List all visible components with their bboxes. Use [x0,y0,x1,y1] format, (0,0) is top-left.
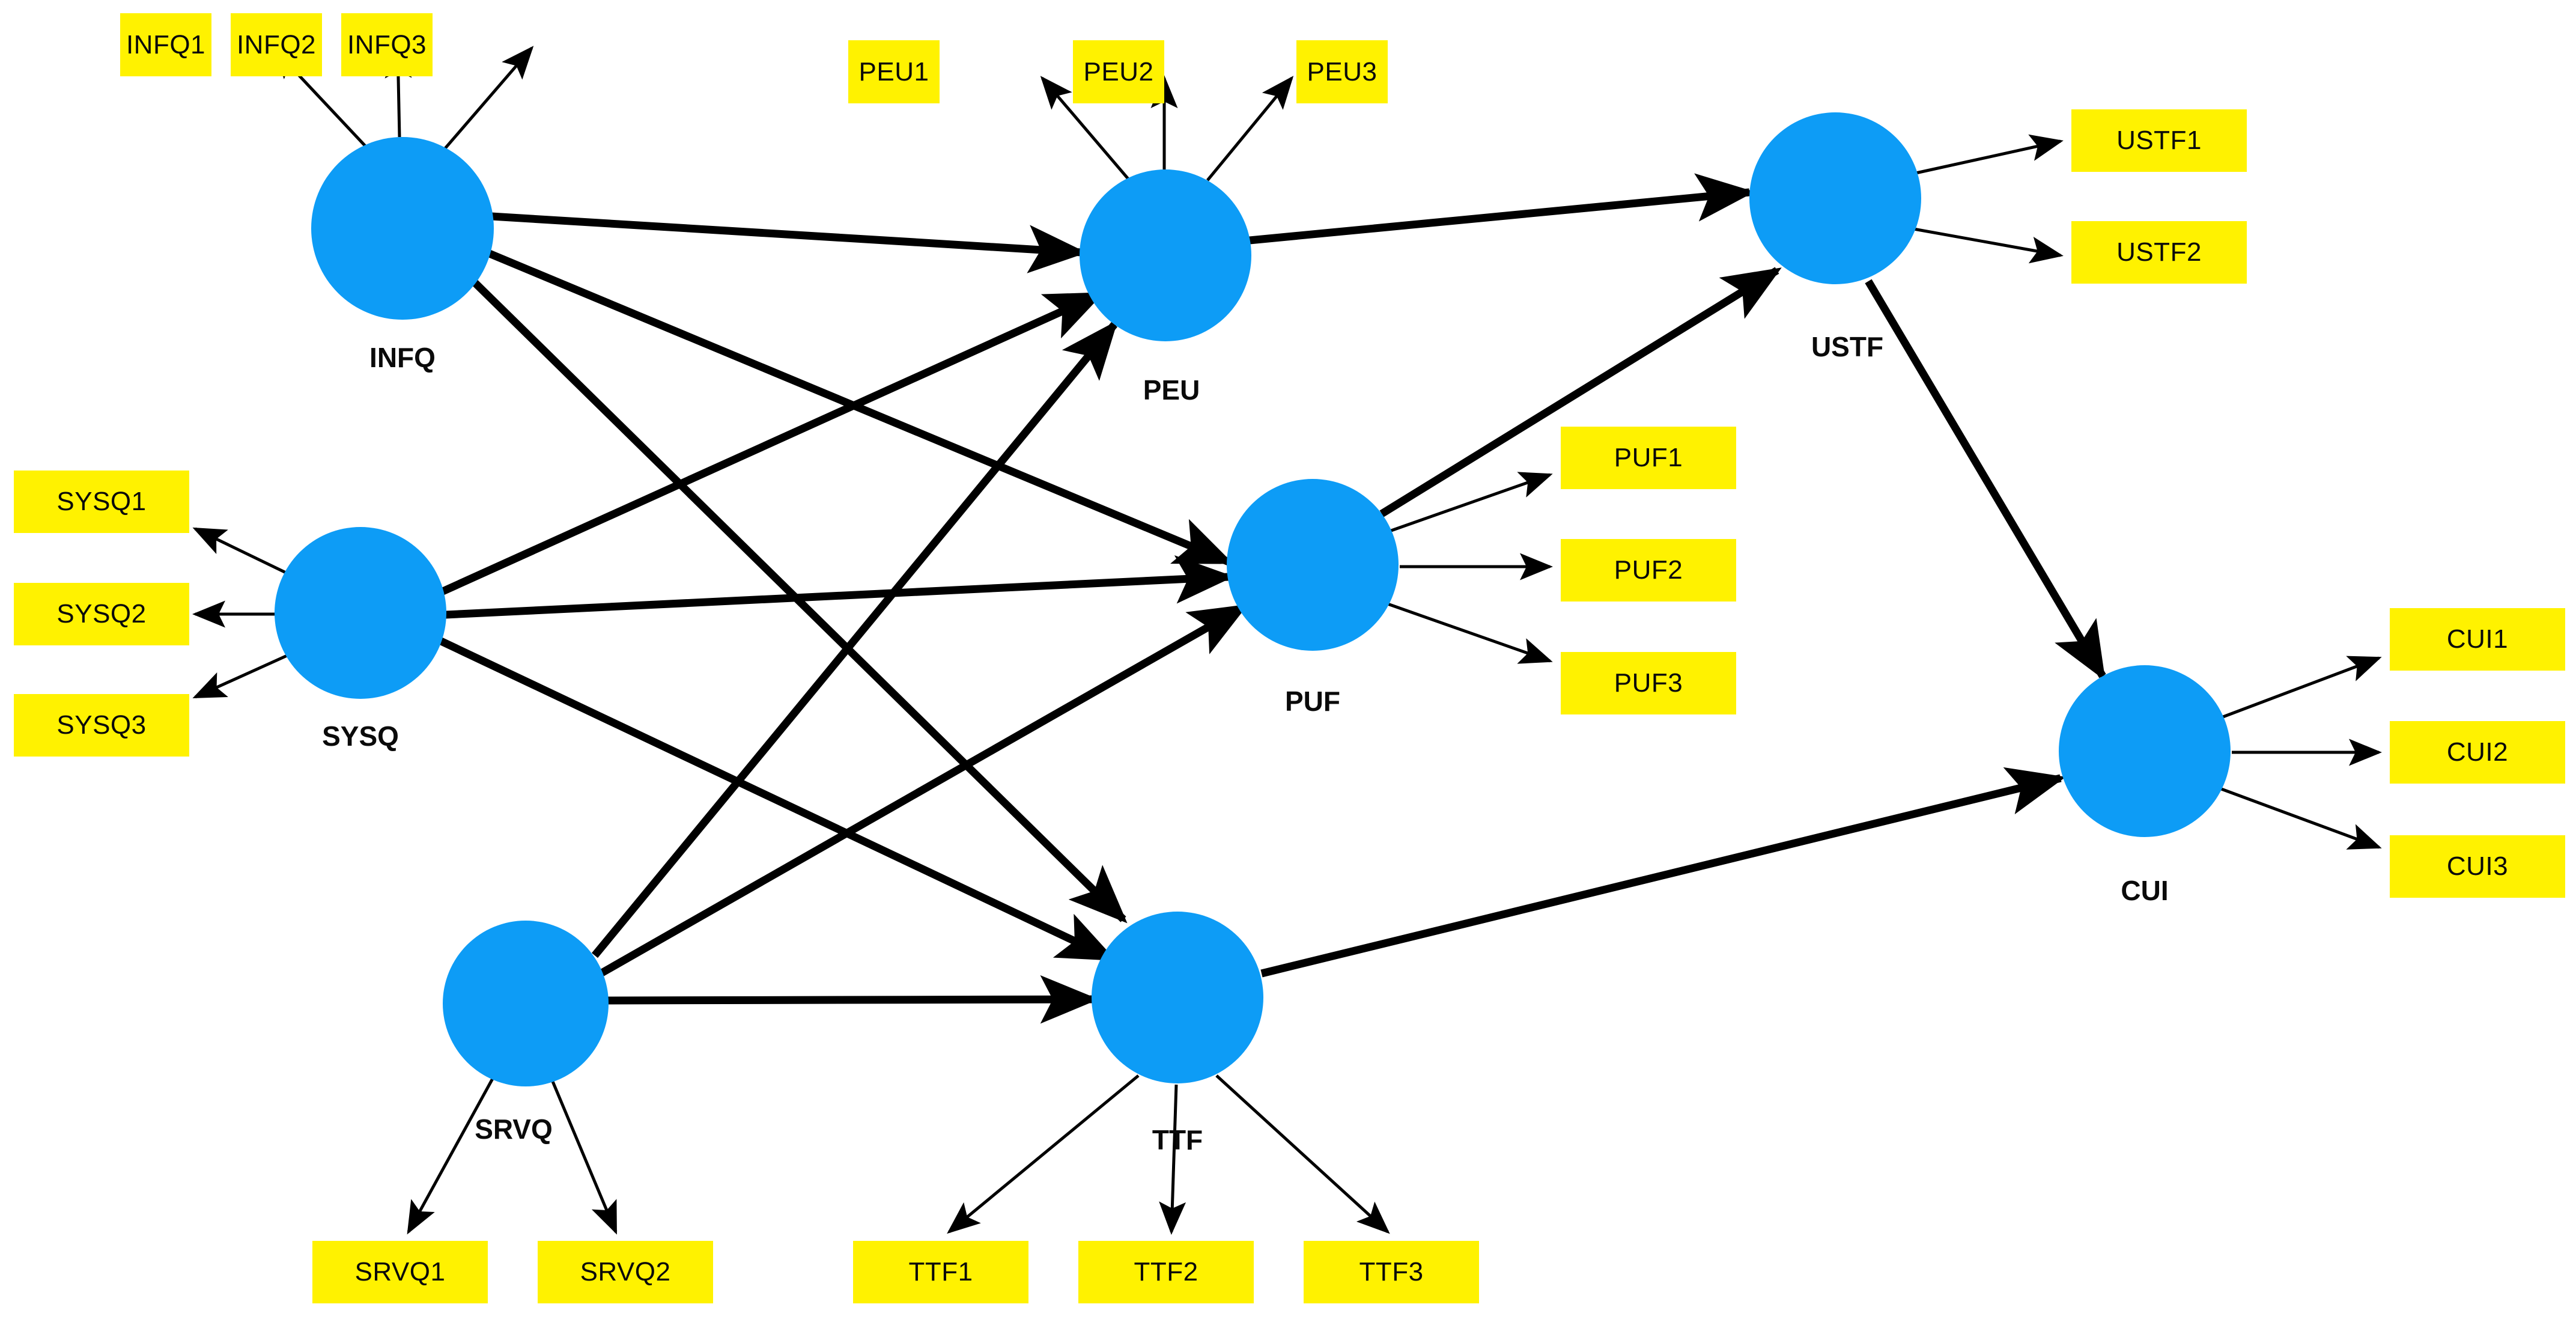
structural-path-sysq-to-peu[interactable] [440,291,1105,595]
construct-label-puf: PUF [1285,686,1340,717]
indicator-box-cui3[interactable]: CUI3 [2390,835,2565,898]
construct-label-ustf: USTF [1811,331,1884,362]
indicator-box-ttf3[interactable]: TTF3 [1304,1241,1479,1303]
measurement-path-cui-to-cui3 [2219,787,2382,850]
measurement-path-ustf-to-ustf2 [1910,227,2064,264]
construct-node-ustf[interactable] [1749,112,1921,284]
indicator-box-puf2[interactable]: PUF2 [1561,539,1736,602]
measurement-path-cui-to-cui1 [2219,656,2382,720]
structural-path-puf-to-ustf[interactable] [1379,267,1782,517]
construct-node-ttf[interactable] [1092,912,1263,1083]
indicator-box-sysq2[interactable]: SYSQ2 [14,583,189,645]
structural-path-sysq-to-ttf[interactable] [437,636,1117,962]
structural-path-peu-to-ustf[interactable] [1249,173,1755,245]
structural-path-srvq-to-puf[interactable] [598,603,1248,977]
indicator-box-peu2[interactable]: PEU2 [1073,40,1164,103]
measurement-path-sysq-to-sysq1 [192,527,290,576]
construct-node-sysq[interactable] [275,527,446,699]
indicator-box-sysq1[interactable]: SYSQ1 [14,471,189,533]
construct-node-peu[interactable] [1080,169,1251,341]
structural-path-ustf-to-cui[interactable] [1865,279,2106,681]
structural-path-srvq-to-peu[interactable] [591,320,1118,958]
structural-path-group [437,173,2106,1024]
measurement-path-ttf-to-ttf2 [1159,1084,1186,1235]
structural-path-infq-to-peu[interactable] [491,212,1087,273]
indicator-box-peu1[interactable]: PEU1 [848,40,940,103]
indicator-box-puf3[interactable]: PUF3 [1561,652,1736,714]
measurement-path-puf-to-puf3 [1387,602,1553,664]
indicator-box-srvq1[interactable]: SRVQ1 [312,1241,488,1303]
measurement-path-infq-to-infq3 [443,46,534,150]
measurement-path-peu-to-peu1 [1040,76,1131,181]
structural-path-sysq-to-puf[interactable] [445,555,1235,619]
indicator-box-infq2[interactable]: INFQ2 [231,13,322,76]
construct-node-puf[interactable] [1227,479,1399,651]
structural-path-ttf-to-cui[interactable] [1260,767,2066,978]
measurement-path-puf-to-puf1 [1387,472,1553,534]
measurement-path-srvq-to-srvq1 [407,1077,494,1235]
indicator-box-cui1[interactable]: CUI1 [2390,608,2565,671]
construct-node-srvq[interactable] [443,921,609,1086]
indicator-box-ustf1[interactable]: USTF1 [2071,109,2247,172]
measurement-path-ustf-to-ustf1 [1910,134,2064,176]
indicator-box-ustf2[interactable]: USTF2 [2071,221,2247,284]
measurement-path-sysq-to-sysq3 [192,653,290,699]
indicator-box-infq3[interactable]: INFQ3 [341,13,433,76]
measurement-path-ttf-to-ttf1 [947,1074,1140,1234]
measurement-path-srvq-to-srvq2 [550,1078,618,1235]
indicator-box-peu3[interactable]: PEU3 [1296,40,1388,103]
indicator-box-sysq3[interactable]: SYSQ3 [14,694,189,757]
construct-label-infq: INFQ [369,342,436,373]
measurement-path-group [192,45,2382,1235]
construct-label-ttf: TTF [1152,1124,1203,1156]
construct-label-sysq: SYSQ [322,720,399,752]
indicator-box-infq1[interactable]: INFQ1 [120,13,211,76]
construct-label-cui: CUI [2121,875,2169,906]
measurement-path-ttf-to-ttf3 [1215,1074,1390,1234]
indicator-box-ttf2[interactable]: TTF2 [1078,1241,1254,1303]
indicator-box-puf1[interactable]: PUF1 [1561,427,1736,489]
construct-label-peu: PEU [1143,374,1200,406]
structural-path-srvq-to-ttf[interactable] [607,975,1099,1024]
construct-node-infq[interactable] [311,137,494,320]
construct-node-cui[interactable] [2059,665,2231,837]
measurement-path-peu-to-peu3 [1206,76,1294,181]
indicator-box-ttf1[interactable]: TTF1 [853,1241,1028,1303]
indicator-box-cui2[interactable]: CUI2 [2390,721,2565,784]
construct-label-srvq: SRVQ [475,1113,553,1145]
indicator-box-srvq2[interactable]: SRVQ2 [538,1241,713,1303]
